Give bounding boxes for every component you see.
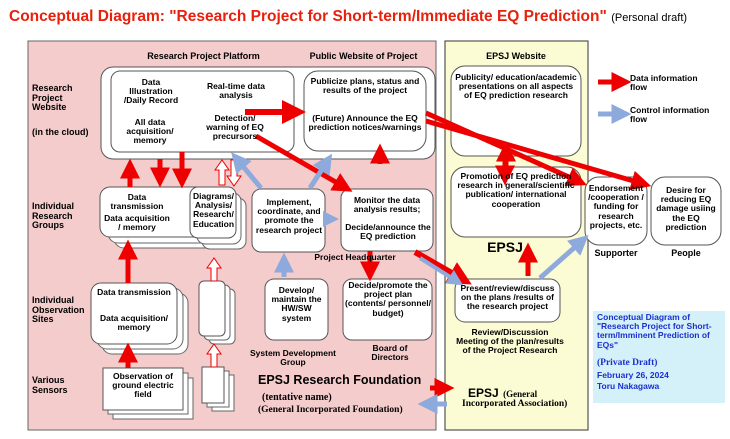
develop-box	[264, 278, 329, 341]
caption-date: February 26, 2024	[597, 370, 669, 380]
label-people: People	[671, 248, 701, 258]
header-public-site: Public Website of Project	[309, 51, 418, 61]
box-diagrams: Diagrams/ Analysis/ Research/ Education	[192, 191, 235, 229]
site-spare-box	[198, 280, 226, 337]
row-label-website: Research Project Website	[32, 83, 73, 113]
box-implement: Implement, coordinate, and promote the r…	[255, 197, 323, 235]
monitor-box	[340, 188, 434, 252]
box-develop: Develop/ maintain the HW/SW system	[271, 285, 322, 323]
box-epsj-public: Publicity/ education/academic presentati…	[455, 72, 577, 101]
sensor-spare-box	[201, 366, 225, 404]
diagram-title: Conceptual Diagram: "Research Project fo…	[9, 8, 607, 25]
row-label-website-sub: (in the cloud)	[32, 127, 89, 137]
row-label-sensors: Various Sensors	[32, 375, 68, 395]
legend-control-label: Control information flow	[630, 105, 710, 125]
box-desire: Desire for reducing EQ damage usiing the…	[656, 185, 716, 232]
caption-line1: Conceptual Diagram of "Research Project …	[597, 312, 712, 350]
row-label-groups: Individual Research Groups	[32, 201, 75, 231]
box-group-tx: Data transmission	[110, 192, 164, 212]
box-endorse: Endorsement /cooperation / funding for r…	[588, 183, 644, 230]
label-board: Board of Directors	[371, 343, 409, 363]
caption-box	[593, 311, 725, 403]
label-tentative: (tentative name)	[262, 392, 332, 403]
box-decide-announce: Decide/announce the EQ prediction	[345, 222, 431, 242]
label-epsj: EPSJ	[487, 239, 523, 255]
decide-plan-box	[342, 278, 433, 341]
diagrams-box	[189, 186, 237, 239]
box-realtime: Real-time data analysis	[206, 81, 266, 101]
present-box	[454, 278, 561, 323]
box-data-illustration: Data Illustration /Daily Record	[123, 77, 179, 106]
title-note: (Personal draft)	[611, 12, 688, 24]
box-site-acq: Data acquisition/ memory	[99, 313, 168, 333]
box-publicize: Publicize plans, status and results of t…	[310, 76, 420, 96]
label-epsj-general-a: (General	[503, 389, 538, 399]
box-observation: Observation of ground electric field	[112, 371, 174, 400]
desire-box	[650, 176, 722, 246]
label-supporter: Supporter	[594, 248, 638, 258]
box-present: Present/review/discuss on the plans /res…	[460, 283, 555, 312]
label-epsj-general-b: Incorporated Association)	[462, 399, 568, 409]
label-review: Review/Discussion Meeting of the plan/re…	[456, 327, 564, 356]
box-detection: Detection/ warning of EQ precursors	[206, 113, 264, 142]
box-all-data: All data acquisition/ memory	[126, 117, 174, 146]
header-headquarter: Project Headquarter	[314, 252, 396, 262]
box-promotion: Promotion of EQ prediction research in g…	[457, 171, 575, 209]
observation-box	[102, 367, 184, 411]
row-label-sites: Individual Observation Sites	[32, 295, 85, 325]
box-future: (Future) Announce the EQ prediction noti…	[308, 113, 422, 133]
header-epsj-site: EPSJ Website	[486, 51, 546, 61]
label-sysdev: System Development Group	[250, 348, 336, 368]
label-epsj-general: EPSJ	[468, 386, 499, 400]
promotion-box	[450, 166, 582, 238]
header-platform: Research Project Platform	[147, 51, 260, 61]
box-site-tx: Data transmission	[97, 287, 171, 297]
box-monitor: Monitor the data analysis results;	[353, 195, 421, 215]
legend-data-label: Data information flow	[630, 73, 698, 93]
hollow-arrows	[206, 159, 242, 368]
label-foundation: EPSJ Research Foundation	[258, 373, 422, 387]
data-flow-arrows	[118, 100, 652, 398]
caption-author: Toru Nakagawa	[597, 381, 660, 391]
control-flow-arrows	[231, 152, 589, 414]
box-group-acq: Data acquisition / memory	[104, 213, 170, 233]
label-general-foundation: (General Incorporated Foundation)	[258, 405, 403, 415]
caption-private: (Private Draft)	[597, 358, 658, 368]
box-decide-plan: Decide/promote the project plan (content…	[345, 280, 431, 318]
